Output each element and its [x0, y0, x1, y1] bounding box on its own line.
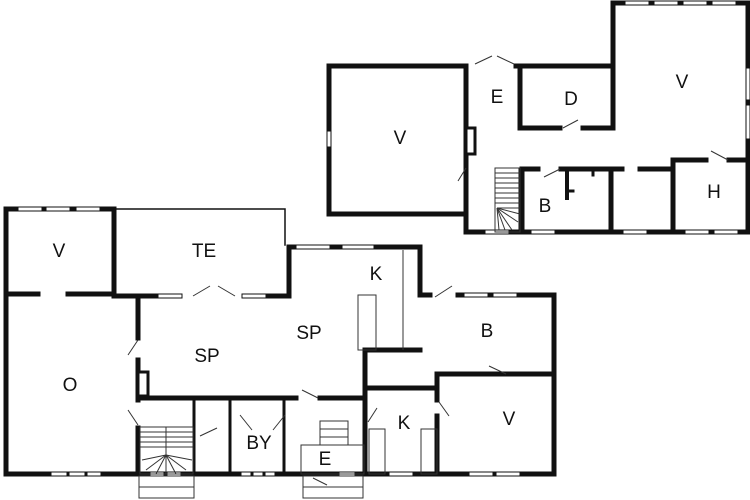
room-label-ground-k-top: K [369, 264, 383, 285]
room-label-ground-o: O [62, 375, 78, 396]
ground-stairs [138, 426, 195, 499]
room-label-ground-sp-left: SP [194, 346, 220, 367]
room-label-upper-b: B [538, 196, 552, 217]
ground-floor [3, 206, 557, 477]
room-label-ground-v-bottomright: V [502, 409, 516, 430]
room-label-ground-k-bottom: K [397, 413, 411, 434]
upper-floor [326, 0, 750, 235]
room-label-ground-e: E [318, 449, 332, 470]
room-label-upper-e: E [490, 87, 504, 108]
room-label-upper-h: H [707, 182, 721, 203]
room-label-upper-v-right: V [675, 72, 689, 93]
upper-stairs [494, 167, 521, 233]
room-label-ground-te: TE [191, 241, 217, 262]
room-label-ground-v-topleft: V [52, 241, 66, 262]
room-label-ground-by: BY [246, 433, 272, 454]
room-label-upper-v-left: V [393, 128, 407, 149]
room-label-upper-d: D [564, 89, 578, 110]
ground-details [127, 250, 507, 499]
room-label-ground-sp-right: SP [296, 323, 322, 344]
upper-details [457, 55, 729, 233]
room-label-ground-b: B [480, 321, 494, 342]
